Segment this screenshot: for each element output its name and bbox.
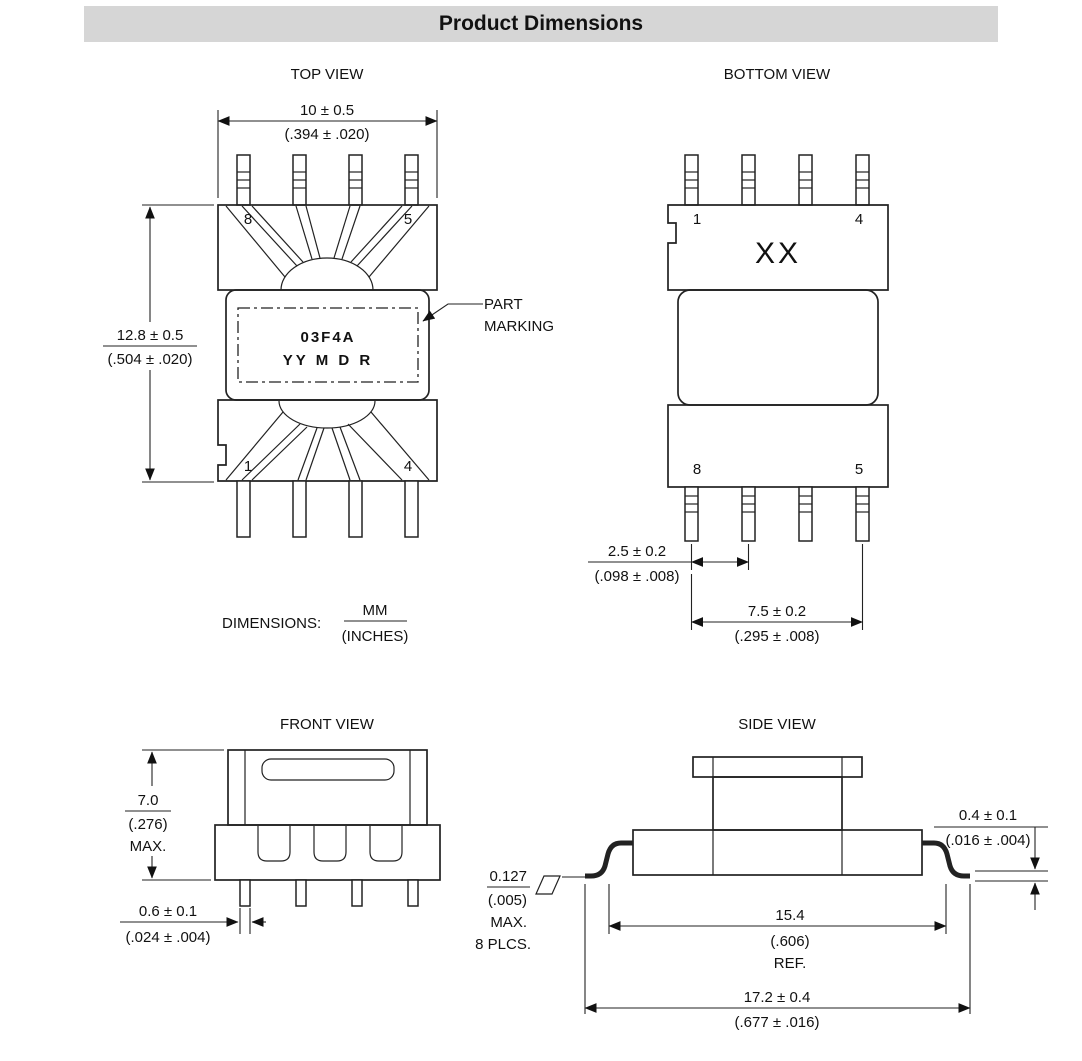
top-view: TOP VIEW 10 ± 0.5 (.394 ± .020) 12.8 ± 0… (103, 66, 554, 538)
top-view-lower-body: 1 4 (217, 399, 438, 482)
bottom-view-label: BOTTOM VIEW (724, 66, 831, 83)
front-view: FRONT VIEW 7.0 (120, 716, 441, 946)
lead-thickness-mm: 0.4 ± 0.1 (959, 807, 1017, 824)
bottom-view-lower-body: 8 5 (667, 404, 889, 488)
part-marking-line1: 03F4A (300, 329, 355, 346)
reference-span-dimension: 15.4 (.606) REF. (608, 884, 947, 972)
bottom-view-center-body (677, 289, 879, 406)
overall-span-in: (.677 ± .016) (735, 1014, 820, 1031)
front-height-in: (.276) (128, 816, 167, 833)
part-marking-line2: YY M D R (283, 352, 373, 369)
row-span-dimension: 7.5 ± 0.2 (.295 ± .008) (690, 544, 864, 645)
page-title: Product Dimensions (438, 12, 644, 35)
bottom-view-lower-pins (684, 486, 870, 542)
coplanarity-note-max: MAX. (490, 914, 527, 931)
reference-span-in: (.606) (770, 933, 809, 950)
top-height-mm: 12.8 ± 0.5 (117, 327, 184, 344)
pitch-mm: 2.5 ± 0.2 (608, 543, 666, 560)
front-height-note: MAX. (130, 838, 167, 855)
top-view-label: TOP VIEW (291, 66, 365, 83)
bottom-view: BOTTOM VIEW (588, 66, 889, 645)
bottom-view-upper-body: 1 4 XX (667, 204, 889, 291)
row-span-mm: 7.5 ± 0.2 (748, 603, 806, 620)
top-view-upper-body: 8 5 (217, 204, 438, 291)
pitch-dimension: 2.5 ± 0.2 (.098 ± .008) (588, 543, 750, 585)
side-view-body (585, 756, 970, 879)
coplanarity-note: 0.127 (.005) MAX. 8 PLCS. (475, 868, 586, 953)
top-view-center-body: 03F4A YY M D R (225, 289, 430, 401)
top-height-in: (.504 ± .020) (108, 351, 193, 368)
units-mm: MM (363, 602, 388, 619)
front-view-label: FRONT VIEW (280, 716, 375, 733)
overall-span-mm: 17.2 ± 0.4 (744, 989, 811, 1006)
row-span-in: (.295 ± .008) (735, 628, 820, 645)
part-marking-label-1: PART (484, 296, 523, 313)
coplanarity-symbol (535, 875, 561, 895)
bottom-pin-1: 1 (693, 211, 701, 228)
pitch-in: (.098 ± .008) (595, 568, 680, 585)
top-pin-8: 8 (244, 211, 252, 228)
overall-span-dimension: 17.2 ± 0.4 (.677 ± .016) (584, 884, 971, 1031)
front-height-mm: 7.0 (138, 792, 159, 809)
top-width-in: (.394 ± .020) (285, 126, 370, 143)
coplanarity-in: (.005) (488, 892, 527, 909)
side-view-label: SIDE VIEW (738, 716, 816, 733)
lead-thickness-dimension: 0.4 ± 0.1 (.016 ± .004) (934, 807, 1048, 910)
coplanarity-note-plcs: 8 PLCS. (475, 936, 531, 953)
top-view-upper-pins (236, 154, 419, 206)
top-width-mm: 10 ± 0.5 (300, 102, 354, 119)
lead-thickness-in: (.016 ± .004) (946, 832, 1031, 849)
side-view: SIDE VIEW 0.127 (.005) MAX. 8 PLCS. (475, 716, 1048, 1031)
part-marking-label-2: MARKING (484, 318, 554, 335)
lead-width-dimension: 0.6 ± 0.1 (.024 ± .004) (120, 903, 266, 946)
bottom-view-upper-pins (684, 154, 870, 206)
units-note: DIMENSIONS: MM (INCHES) (222, 602, 408, 645)
reference-span-mm: 15.4 (775, 907, 804, 924)
date-code-marking: XX (755, 237, 801, 270)
bottom-pin-5: 5 (855, 461, 863, 478)
right-gullwing-lead (922, 840, 970, 879)
top-view-lower-pins (236, 480, 419, 538)
reference-span-note: REF. (774, 955, 807, 972)
lead-width-in: (.024 ± .004) (126, 929, 211, 946)
front-height-dimension: 7.0 (.276) MAX. (125, 749, 224, 881)
part-marking-callout: PART MARKING (422, 296, 554, 335)
page-title-bar: Product Dimensions (84, 6, 998, 42)
front-view-body (214, 749, 441, 907)
top-pin-4: 4 (404, 458, 412, 475)
units-note-label: DIMENSIONS: (222, 615, 321, 632)
top-pin-1: 1 (244, 458, 252, 475)
bottom-pin-4: 4 (855, 211, 863, 228)
top-pin-5: 5 (404, 211, 412, 228)
left-gullwing-lead (585, 840, 633, 879)
coplanarity-mm: 0.127 (489, 868, 527, 885)
bottom-pin-8: 8 (693, 461, 701, 478)
units-inches: (INCHES) (342, 628, 409, 645)
lead-width-mm: 0.6 ± 0.1 (139, 903, 197, 920)
